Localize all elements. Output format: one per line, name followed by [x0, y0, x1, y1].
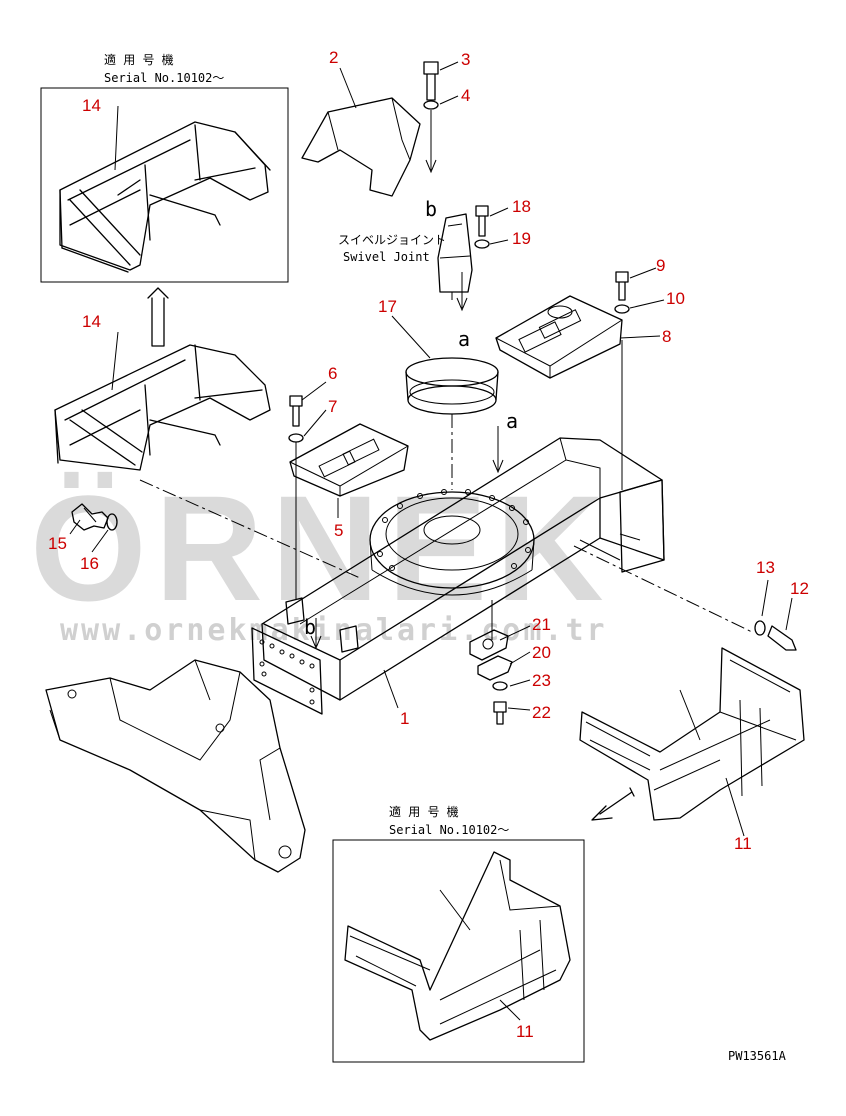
cover-8 [495, 295, 623, 379]
revolving-frame-1 [251, 437, 665, 715]
washer-23 [492, 681, 508, 691]
washer-7 [288, 433, 304, 443]
swivel-joint-jp: スイベルジョイント [338, 233, 446, 247]
guard-rail-14-inset [59, 121, 271, 273]
callout-numbers: 14 2 3 4 18 19 9 10 8 14 17 6 7 5 15 16 … [48, 48, 809, 1041]
inset-bottom-serial-en: Serial No.10102〜 [389, 823, 509, 837]
arrow-a-frame [492, 426, 504, 474]
callout-5: 5 [334, 521, 343, 540]
callout-22: 22 [532, 703, 551, 722]
callout-8: 8 [662, 327, 671, 346]
cover-2 [301, 97, 421, 197]
callout-16: 16 [80, 554, 99, 573]
inset-bottom-serial-jp: 適 用 号 機 [389, 804, 459, 819]
callout-17: 17 [378, 297, 397, 316]
watermark: ÖRNEK www.ornekmakinalari.com.tr [30, 464, 612, 648]
inset-top-serial-jp: 適 用 号 機 [104, 52, 174, 67]
drawing-code: PW13561A [728, 1049, 787, 1063]
guard-rail-11 [579, 647, 805, 821]
callout-15: 15 [48, 534, 67, 553]
washer-13 [754, 620, 766, 636]
view-letter-b-top: b [425, 197, 437, 221]
arrow-b-top [425, 110, 437, 174]
boom [45, 659, 306, 873]
callout-18: 18 [512, 197, 531, 216]
up-arrow [147, 287, 169, 347]
callout-21: 21 [532, 615, 551, 634]
callout-3: 3 [461, 50, 470, 69]
washer-10 [614, 304, 630, 314]
view-letter-a-frame: a [506, 409, 518, 433]
inset-top-serial-en: Serial No.10102〜 [104, 71, 224, 85]
bolt-9 [615, 271, 629, 301]
washer-16 [106, 513, 118, 531]
swivel-joint-en: Swivel Joint [343, 250, 430, 264]
callout-12: 12 [790, 579, 809, 598]
gasket-20 [477, 655, 513, 681]
callout-7: 7 [328, 397, 337, 416]
swivel-joint [437, 213, 473, 300]
arrow-b-frame [310, 618, 322, 650]
bolt-12 [767, 625, 797, 651]
bolt-15 [71, 503, 109, 531]
washer-4 [423, 100, 439, 110]
callout-2: 2 [329, 48, 338, 67]
bolt-6 [289, 395, 303, 427]
callout-13: 13 [756, 558, 775, 577]
inset-bottom-frame [332, 839, 585, 1063]
seal-ring-17 [405, 357, 499, 415]
guard-rail-11-inset [344, 851, 571, 1041]
arrow-a-swivel [456, 272, 468, 312]
watermark-url: www.ornekmakinalari.com.tr [60, 613, 608, 648]
bolt-18 [475, 205, 489, 237]
callout-11: 11 [734, 834, 752, 853]
callout-10: 10 [666, 289, 685, 308]
assembly-guide-lines [139, 479, 753, 633]
callout-20: 20 [532, 643, 551, 662]
guard-rail-14 [54, 344, 271, 471]
swing-circle-bolt-holes [377, 489, 531, 571]
inset-top-frame [40, 87, 289, 283]
view-letter-a-top: a [458, 327, 470, 351]
watermark-brand: ÖRNEK [30, 464, 612, 632]
callout-11-inset: 11 [516, 1022, 534, 1041]
callout-9: 9 [656, 256, 665, 275]
callout-14-inset: 14 [82, 96, 101, 115]
callout-14: 14 [82, 312, 101, 331]
view-letter-b-frame: b [304, 615, 316, 639]
callout-leaders [69, 61, 793, 1021]
cover-5 [289, 423, 409, 497]
callout-4: 4 [461, 86, 470, 105]
washer-19 [474, 239, 490, 249]
front-plate-holes [259, 639, 315, 705]
bolt-3 [423, 61, 439, 101]
callout-1: 1 [400, 709, 409, 728]
inset-top: 適 用 号 機 Serial No.10102〜 [40, 52, 289, 283]
cover-plate-21 [469, 629, 509, 661]
arrow-down-left [591, 787, 635, 821]
inset-bottom: 適 用 号 機 Serial No.10102〜 [332, 804, 585, 1063]
bolt-22 [493, 701, 507, 725]
callout-23: 23 [532, 671, 551, 690]
callout-19: 19 [512, 229, 531, 248]
callout-6: 6 [328, 364, 337, 383]
